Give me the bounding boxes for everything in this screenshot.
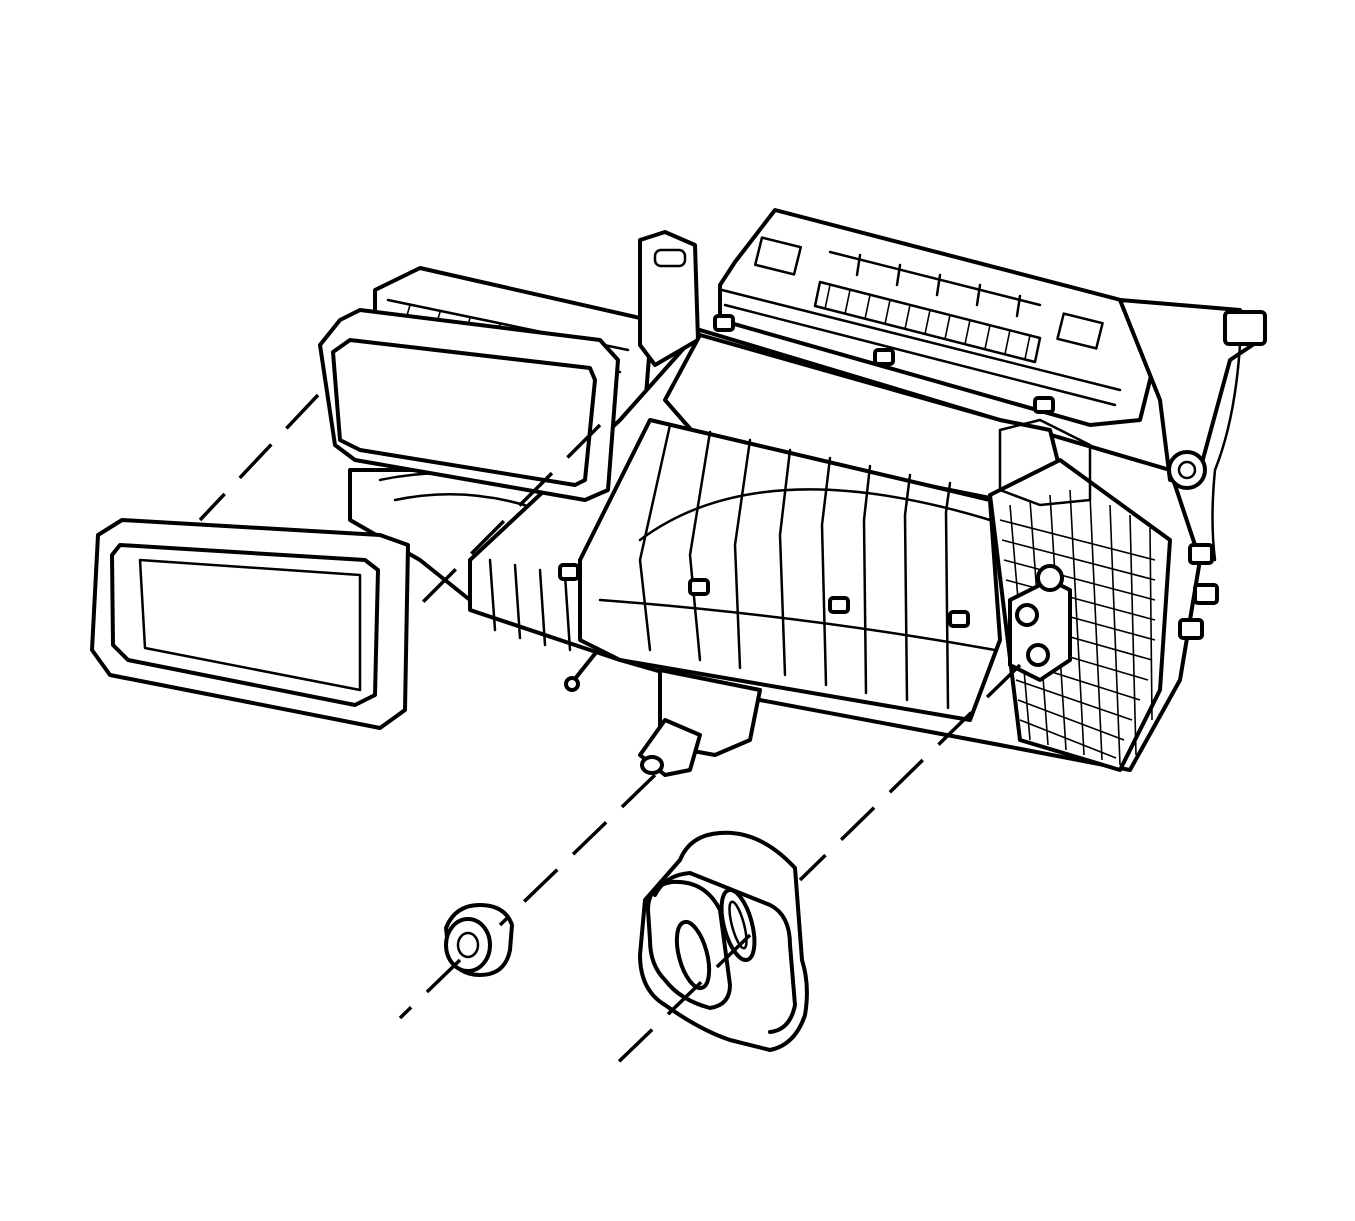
housing-inlet-frame (318, 308, 620, 502)
alignment-lines (198, 393, 1022, 1077)
evaporator-tube-seal (638, 830, 809, 1052)
drain-tube-grommet (444, 903, 514, 977)
hvac-module-housing (348, 208, 1267, 777)
rectangular-duct-seal (90, 518, 410, 730)
